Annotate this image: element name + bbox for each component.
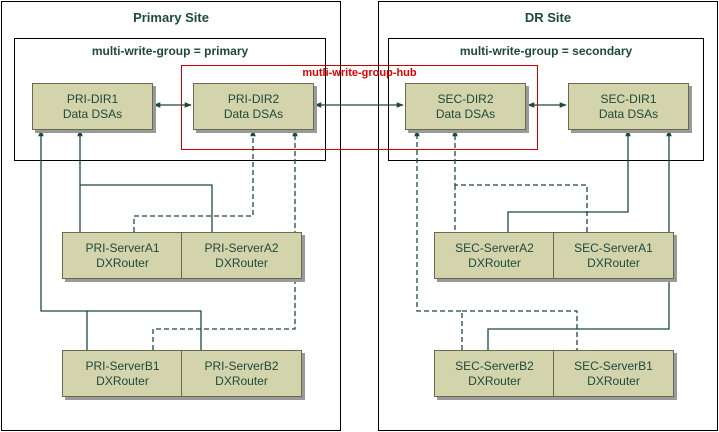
node-sec-servera1-name: SEC-ServerA1 (574, 240, 653, 255)
node-sec-servera2-role: DXRouter (468, 255, 521, 270)
link-pri-serverb-dir2 (152, 129, 298, 350)
node-pri-serverb1-role: DXRouter (96, 373, 149, 388)
node-pri-servera2: PRI-ServerA2 DXRouter (181, 232, 302, 279)
node-pri-serverb1-name: PRI-ServerB1 (85, 358, 160, 373)
link-pri-serverb-dir1 (38, 129, 88, 350)
node-pri-dir2: PRI-DIR2 Data DSAs (193, 83, 314, 130)
node-sec-dir1-name: SEC-DIR1 (600, 91, 657, 106)
node-pri-servera1: PRI-ServerA1 DXRouter (62, 232, 183, 279)
node-pri-serverb2-name: PRI-ServerB2 (204, 358, 279, 373)
node-sec-servera2: SEC-ServerA2 DXRouter (434, 232, 555, 279)
node-sec-servera1: SEC-ServerA1 DXRouter (553, 232, 674, 279)
node-sec-dir2-role: Data DSAs (435, 106, 496, 121)
node-pri-dir1: PRI-DIR1 Data DSAs (32, 83, 153, 130)
node-pri-dir2-role: Data DSAs (223, 106, 284, 121)
link-pri-servera-dir1 (77, 129, 213, 232)
node-sec-serverb2-name: SEC-ServerB2 (455, 358, 534, 373)
dr-site-title: DR Site (524, 10, 572, 25)
node-sec-dir2: SEC-DIR2 Data DSAs (405, 83, 526, 130)
node-pri-serverb2-role: DXRouter (215, 373, 268, 388)
node-pri-dir1-name: PRI-DIR1 (66, 91, 119, 106)
node-sec-serverb1-name: SEC-ServerB1 (574, 358, 653, 373)
node-sec-servera1-role: DXRouter (587, 255, 640, 270)
node-sec-serverb1-role: DXRouter (587, 373, 640, 388)
link-sec-servera-dir1 (507, 129, 631, 232)
node-sec-serverb1: SEC-ServerB1 DXRouter (553, 350, 674, 397)
node-sec-dir2-name: SEC-DIR2 (437, 91, 494, 106)
link-sec-serverb-dir1 (487, 129, 672, 350)
node-pri-dir2-name: PRI-DIR2 (227, 91, 280, 106)
node-sec-dir1: SEC-DIR1 Data DSAs (568, 83, 689, 130)
link-pri-serverb2-bus (87, 310, 202, 350)
link-sec-serverb1-bus (462, 310, 578, 350)
node-pri-serverb2: PRI-ServerB2 DXRouter (181, 350, 302, 397)
write-group-hub-label: mutli-write-group-hub (302, 67, 417, 79)
node-sec-dir1-role: Data DSAs (598, 106, 659, 121)
node-pri-dir1-role: Data DSAs (62, 106, 123, 121)
primary-write-group-label: multi-write-group = primary (91, 44, 249, 58)
node-pri-servera2-name: PRI-ServerA2 (204, 240, 279, 255)
link-sec-serverb-dir2 (414, 129, 463, 350)
link-pri-servera-dir2 (133, 129, 256, 232)
node-pri-servera1-name: PRI-ServerA1 (85, 240, 160, 255)
secondary-write-group-label: multi-write-group = secondary (459, 44, 633, 58)
link-sec-servera-dir2 (452, 129, 588, 232)
primary-site-title: Primary Site (133, 10, 209, 25)
node-pri-servera2-role: DXRouter (215, 255, 268, 270)
node-pri-servera1-role: DXRouter (96, 255, 149, 270)
node-sec-servera2-name: SEC-ServerA2 (455, 240, 534, 255)
node-sec-serverb2: SEC-ServerB2 DXRouter (434, 350, 555, 397)
node-sec-serverb2-role: DXRouter (468, 373, 521, 388)
node-pri-serverb1: PRI-ServerB1 DXRouter (62, 350, 183, 397)
